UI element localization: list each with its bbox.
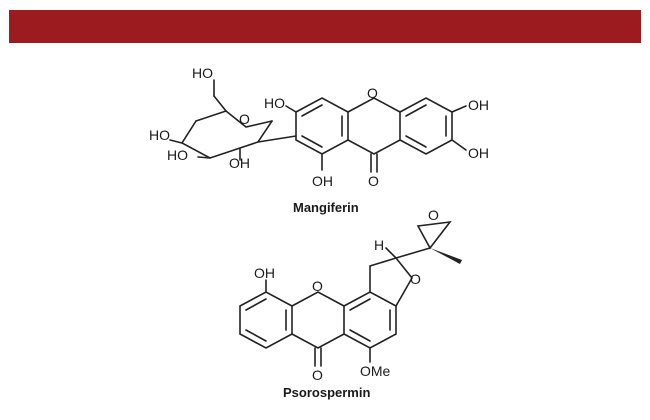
label-h: H	[374, 237, 384, 253]
label-o-carbonyl: O	[312, 367, 323, 383]
label-ho-aromatic: HO	[264, 95, 285, 111]
label-ho-sugar-left: HO	[149, 127, 170, 143]
label-oh: OH	[254, 265, 275, 281]
label-o-xanthone: O	[312, 278, 323, 294]
label-ome: OMe	[360, 363, 391, 379]
label-oh-right-top: OH	[468, 97, 489, 113]
label-ho-sugar-left2: HO	[167, 147, 188, 163]
label-oh-sugar: OH	[229, 155, 250, 171]
header-banner	[9, 10, 641, 43]
mangiferin-structure: HO HO HO OH O HO OH O O OH OH Mangiferin	[149, 65, 489, 215]
label-ho-sugar-top: HO	[192, 65, 213, 81]
label-o-sugar-ring: O	[239, 111, 250, 127]
label-o-furan: O	[410, 271, 421, 287]
label-o-epoxide: O	[428, 207, 439, 223]
psorospermin-structure: OH O O OMe O O H Psorospermin	[239, 207, 462, 400]
compound-name-mangiferin: Mangiferin	[293, 200, 359, 215]
label-o-xanthone: O	[367, 85, 378, 101]
label-o-carbonyl: O	[368, 173, 379, 189]
label-oh-aromatic-bottom: OH	[312, 173, 333, 189]
compound-name-psorospermin: Psorospermin	[283, 385, 370, 400]
label-oh-right-bottom: OH	[468, 145, 489, 161]
